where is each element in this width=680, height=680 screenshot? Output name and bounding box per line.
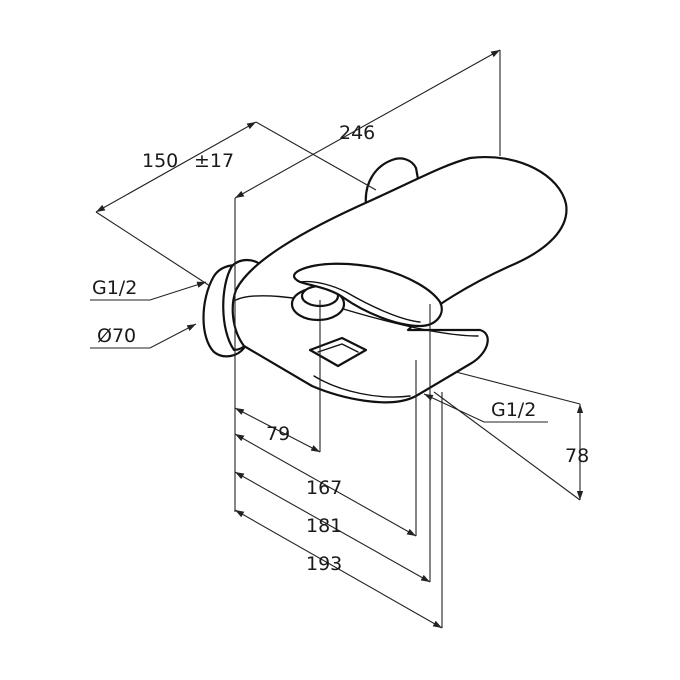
spout-lower-edge — [313, 375, 411, 398]
leader-g12-right — [423, 393, 548, 423]
spout-outlet — [308, 336, 368, 368]
label-g12-left: G1/2 — [92, 277, 137, 299]
label-181: 181 — [306, 515, 342, 537]
dimension-lines — [95, 49, 584, 629]
lever-handle-edge — [299, 280, 421, 323]
label-167: 167 — [306, 477, 342, 499]
dim-150-line — [95, 121, 257, 213]
leader-d70 — [90, 323, 197, 349]
label-193: 193 — [306, 553, 342, 575]
label-79: 79 — [266, 423, 290, 445]
label-78: 78 — [565, 445, 589, 467]
faucet-body — [202, 156, 568, 404]
label-g12-right: G1/2 — [491, 399, 536, 421]
label-tolerance-17: ±17 — [194, 150, 234, 172]
dim-246-line — [234, 49, 501, 199]
leader-g12-left — [90, 281, 207, 301]
spout-outlet-inner — [317, 343, 359, 353]
dim-193-line — [234, 509, 443, 629]
label-d70: Ø70 — [97, 325, 136, 347]
label-150: 150 — [142, 150, 178, 172]
dimension-labels: 150 ±17 246 G1/2 Ø70 79 167 181 193 G1/2… — [92, 122, 589, 575]
leader-lines — [90, 281, 548, 423]
label-246: 246 — [339, 122, 375, 144]
